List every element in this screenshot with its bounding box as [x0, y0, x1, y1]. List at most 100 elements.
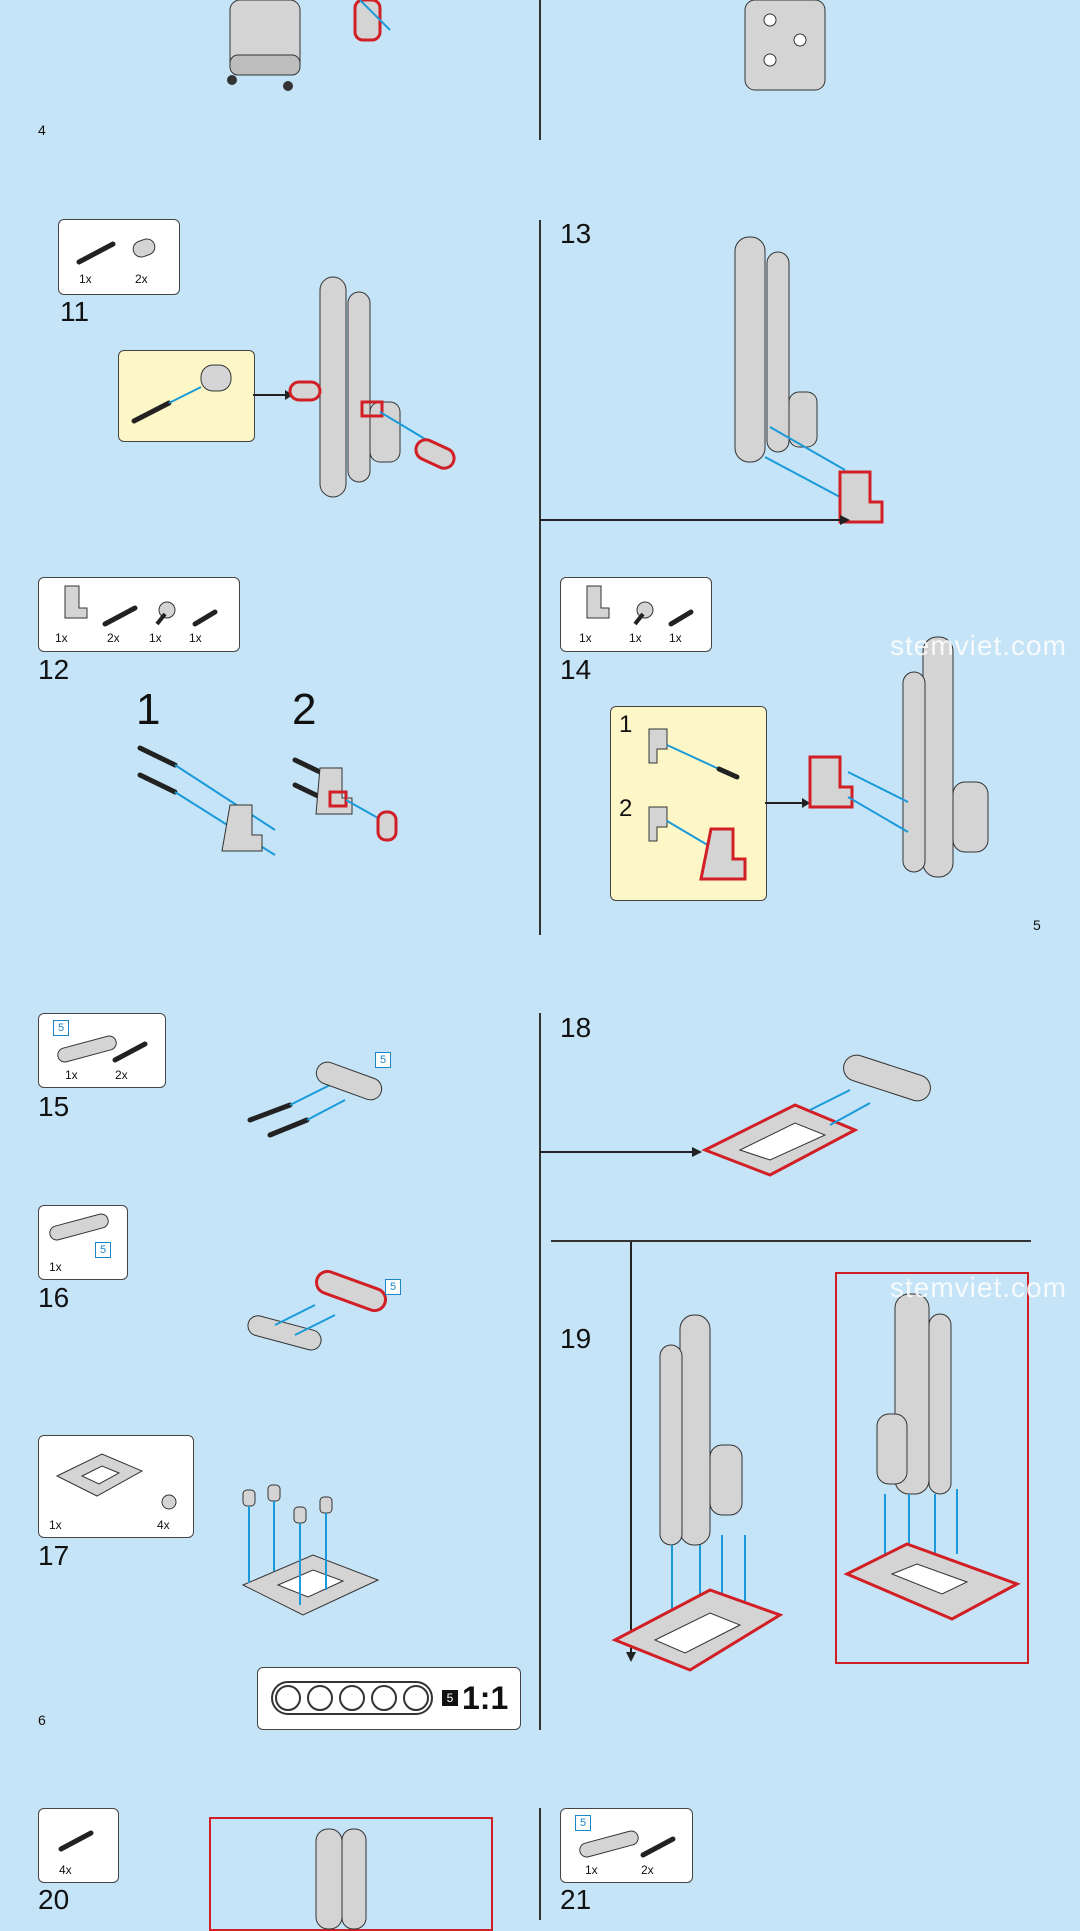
vertical-divider-top: [539, 0, 541, 140]
vertical-divider-page6: [539, 1013, 541, 1730]
beam-length-label: 5: [375, 1052, 391, 1068]
parts-box-step-14: 1x 1x 1x: [560, 577, 712, 652]
assembly-model-step-19: [611, 1314, 784, 1672]
step-number-14: 14: [560, 654, 592, 685]
pin-connector-icon: [155, 601, 176, 626]
highlight-frame-step-19: [835, 1272, 1029, 1664]
step-arrow-13: [540, 515, 850, 525]
qty-label: 2x: [641, 1863, 654, 1877]
beam-length-label: 5: [53, 1020, 69, 1036]
assembly-model-step-13: [734, 236, 884, 524]
assembly-model-step-19-detail: [843, 1293, 1021, 1621]
angle-connector-icon: [586, 585, 610, 619]
step-number-18: 18: [560, 1012, 592, 1043]
qty-label: 1x: [189, 631, 202, 645]
beam-length-label: 5: [95, 1242, 111, 1258]
beam-length-label: 5: [575, 1815, 591, 1831]
assembly-model-step-11: [288, 276, 456, 498]
qty-label: 4x: [157, 1518, 170, 1532]
horizontal-divider-step19: [551, 1240, 1031, 1242]
sub-step-number: 2: [292, 685, 317, 734]
assembly-model-step-12-sub1: [137, 745, 276, 856]
step-number-11: 11: [60, 296, 90, 327]
axle-pin-icon: [102, 605, 138, 627]
beam-length-label: 5: [385, 1279, 401, 1295]
assembly-model-step-14: [808, 636, 989, 878]
beam-length-label: 5: [442, 1690, 458, 1706]
step-number-19: 19: [560, 1323, 592, 1354]
qty-label: 1x: [65, 1068, 78, 1082]
qty-label: 1x: [49, 1260, 62, 1274]
vertical-divider-bottom: [539, 1808, 541, 1920]
qty-label: 1x: [55, 631, 68, 645]
step-arrow-18: [540, 1147, 702, 1157]
callout-arrow: [253, 390, 293, 400]
step-number-15: 15: [38, 1091, 70, 1122]
pin-connector-icon: [633, 601, 654, 626]
qty-label: 1x: [585, 1863, 598, 1877]
watermark: stemviet.com: [890, 1272, 1067, 1303]
qty-label: 4x: [59, 1863, 72, 1877]
vertical-divider-page5: [539, 220, 541, 935]
step-number-20: 20: [38, 1884, 70, 1915]
partial-model-top-right: [744, 0, 826, 91]
angle-connector-icon: [64, 585, 88, 619]
partial-model-top-left: [227, 0, 391, 91]
highlight-frame-step-20: [209, 1817, 493, 1931]
assembly-model-step-18: [701, 1054, 931, 1177]
qty-label: 1x: [49, 1518, 62, 1532]
qty-label: 2x: [135, 272, 148, 286]
page-number-6: 6: [38, 1712, 46, 1728]
sub-step-number: 1: [619, 711, 633, 738]
parts-box-step-21: 5 1x 2x: [560, 1808, 693, 1883]
pin-icon: [640, 1836, 676, 1858]
step-number-12: 12: [38, 654, 70, 685]
beam-5-icon: [49, 1213, 109, 1241]
step-arrow-19: [626, 1242, 636, 1662]
qty-label: 1x: [579, 631, 592, 645]
page-number-4: 4: [38, 122, 46, 138]
step-number-17: 17: [38, 1540, 70, 1571]
callout-step-14: 1 2: [610, 706, 767, 901]
qty-label: 2x: [107, 631, 120, 645]
callout-step-11: [118, 350, 255, 442]
pin-icon: [668, 609, 694, 627]
assembly-model-step-12-sub2: [292, 757, 398, 842]
parts-box-step-11: 1x 2x: [58, 219, 180, 295]
beam-5-icon: [57, 1035, 117, 1063]
qty-label: 1x: [629, 631, 642, 645]
scale-ratio-label: 1:1: [462, 1680, 509, 1716]
beam-5-scale-icon: [271, 1681, 433, 1715]
callout-assembly-illustration: [648, 728, 747, 881]
assembly-model-step-16: [247, 1269, 387, 1351]
qty-label: 1x: [149, 631, 162, 645]
step-number-16: 16: [38, 1282, 70, 1313]
sub-step-number: 2: [619, 795, 633, 822]
sub-step-number: 1: [136, 685, 161, 734]
parts-box-step-17: 1x 4x: [38, 1435, 194, 1538]
bush-icon: [132, 238, 156, 258]
pin-icon: [112, 1041, 148, 1063]
parts-box-step-12: 1x 2x 1x 1x: [38, 577, 240, 652]
beam-5-icon: [579, 1830, 639, 1858]
pin-connector-icon: [161, 1494, 177, 1510]
watermark: stemviet.com: [890, 630, 1067, 661]
assembly-model-step-20: [315, 1828, 367, 1930]
frame-icon: [55, 1453, 144, 1497]
assembly-model-step-15: [247, 1061, 383, 1138]
pin-icon: [192, 609, 218, 627]
qty-label: 1x: [79, 272, 92, 286]
step-number-13: 13: [560, 218, 592, 249]
step-number-21: 21: [560, 1884, 592, 1915]
page-number-5: 5: [1033, 917, 1041, 933]
parts-box-step-16: 5 1x: [38, 1205, 128, 1280]
qty-label: 1x: [669, 631, 682, 645]
qty-label: 2x: [115, 1068, 128, 1082]
pin-icon: [58, 1830, 94, 1852]
parts-box-step-15: 5 1x 2x: [38, 1013, 166, 1088]
scale-reference-box: 5 1:1: [257, 1667, 521, 1730]
parts-box-step-20: 4x: [38, 1808, 119, 1883]
assembly-model-step-17: [241, 1484, 380, 1616]
axle-pin-icon: [76, 241, 116, 265]
callout-arrow: [765, 798, 810, 808]
